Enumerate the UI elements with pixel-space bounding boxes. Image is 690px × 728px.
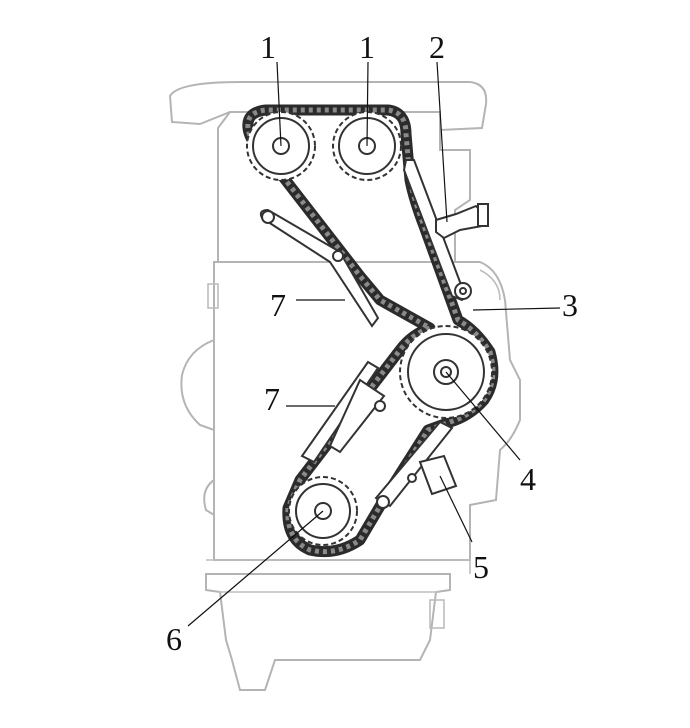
label-crankshaft-sprocket: 6: [166, 621, 182, 657]
chain-guide-lower: [300, 360, 386, 464]
chain-guide-upper: [259, 208, 380, 328]
callout-labels: 1 1 2 3 4 5 6 7 7: [166, 29, 578, 657]
label-tensioner: 5: [473, 549, 489, 585]
sensor-bracket: [435, 203, 489, 240]
label-chain-guide-lower: 7: [264, 381, 280, 417]
chain-tensioner: [374, 420, 458, 509]
leader-lines: [187, 61, 561, 627]
label-intermediate-sprocket: 4: [520, 461, 536, 497]
label-tensioner-guide: 3: [562, 287, 578, 323]
label-camshaft-sprocket-left: 1: [260, 29, 276, 65]
label-sensor: 2: [429, 29, 445, 65]
label-camshaft-sprocket-right: 1: [359, 29, 375, 65]
label-chain-guide-upper: 7: [270, 287, 286, 323]
